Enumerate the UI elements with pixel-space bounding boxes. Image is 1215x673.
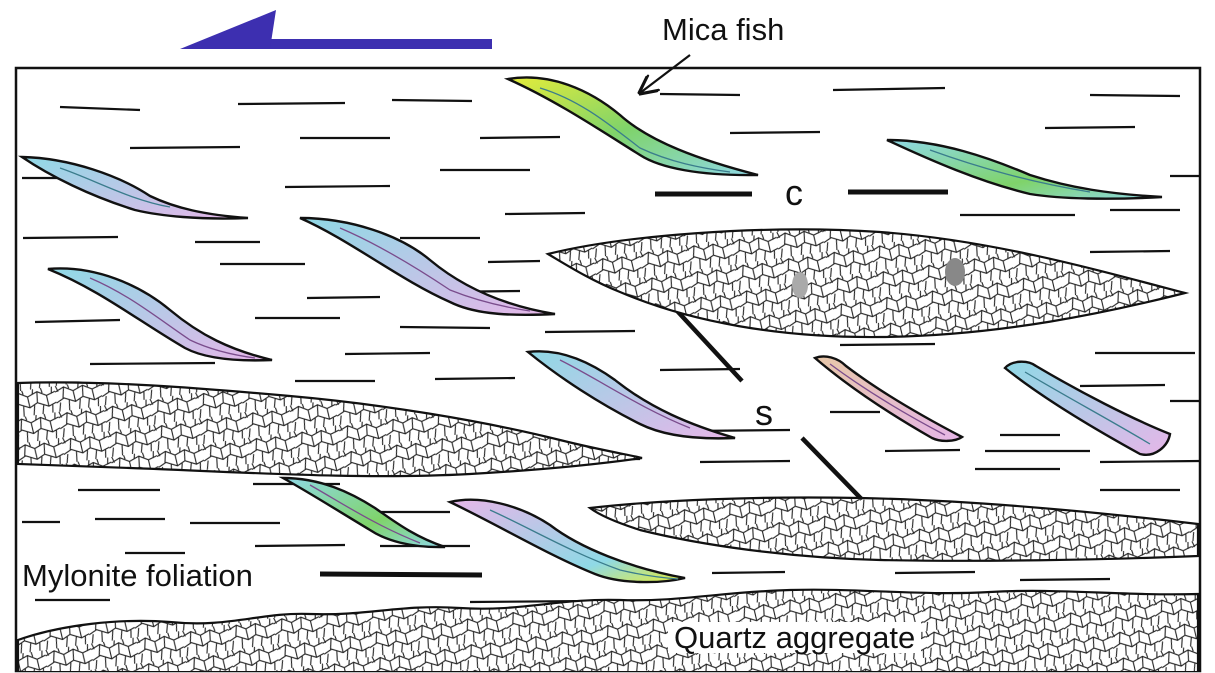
mylonite-foliation-label: Mylonite foliation [22, 560, 257, 591]
s-plane-label: s [755, 395, 773, 431]
c-plane-label: c [785, 175, 803, 211]
shear-sense-arrow [180, 10, 492, 49]
mica-fish-label: Mica fish [662, 14, 784, 45]
quartz-aggregate-label: Quartz aggregate [668, 622, 921, 653]
mylonite-foliation-line [320, 574, 482, 575]
